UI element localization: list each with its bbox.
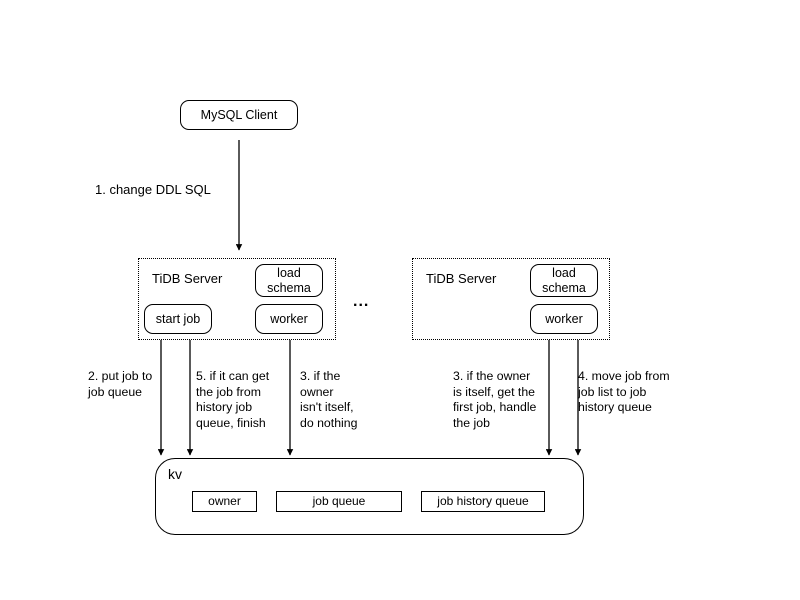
annotation-step-5: 5. if it can get the job from history jo…	[196, 369, 270, 431]
right-server-load-schema-box[interactable]: load schema	[530, 264, 598, 297]
right-server-worker-box[interactable]: worker	[530, 304, 598, 334]
kv-owner-store[interactable]: owner	[192, 491, 257, 512]
left-server-start-job-box[interactable]: start job	[144, 304, 212, 334]
mysql-client-node[interactable]: MySQL Client	[180, 100, 298, 130]
annotation-step-2: 2. put job to job queue	[88, 369, 153, 399]
kv-job-history-queue-store[interactable]: job history queue	[421, 491, 545, 512]
annotation-step-3-right: 3. if the owner is itself, get the first…	[453, 369, 537, 431]
left-server-worker-box[interactable]: worker	[255, 304, 323, 334]
left-server-load-schema-box[interactable]: load schema	[255, 264, 323, 297]
right-server-title: TiDB Server	[426, 271, 497, 286]
annotation-step-4: 4. move job from job list to job history…	[578, 369, 670, 415]
annotation-step-3-left: 3. if the owner isn't itself, do nothing	[300, 369, 358, 431]
kv-title: kv	[168, 466, 182, 482]
left-server-title: TiDB Server	[152, 271, 223, 286]
kv-job-queue-store[interactable]: job queue	[276, 491, 402, 512]
annotation-step-1: 1. change DDL SQL	[95, 182, 211, 197]
servers-ellipsis: ...	[353, 293, 370, 310]
